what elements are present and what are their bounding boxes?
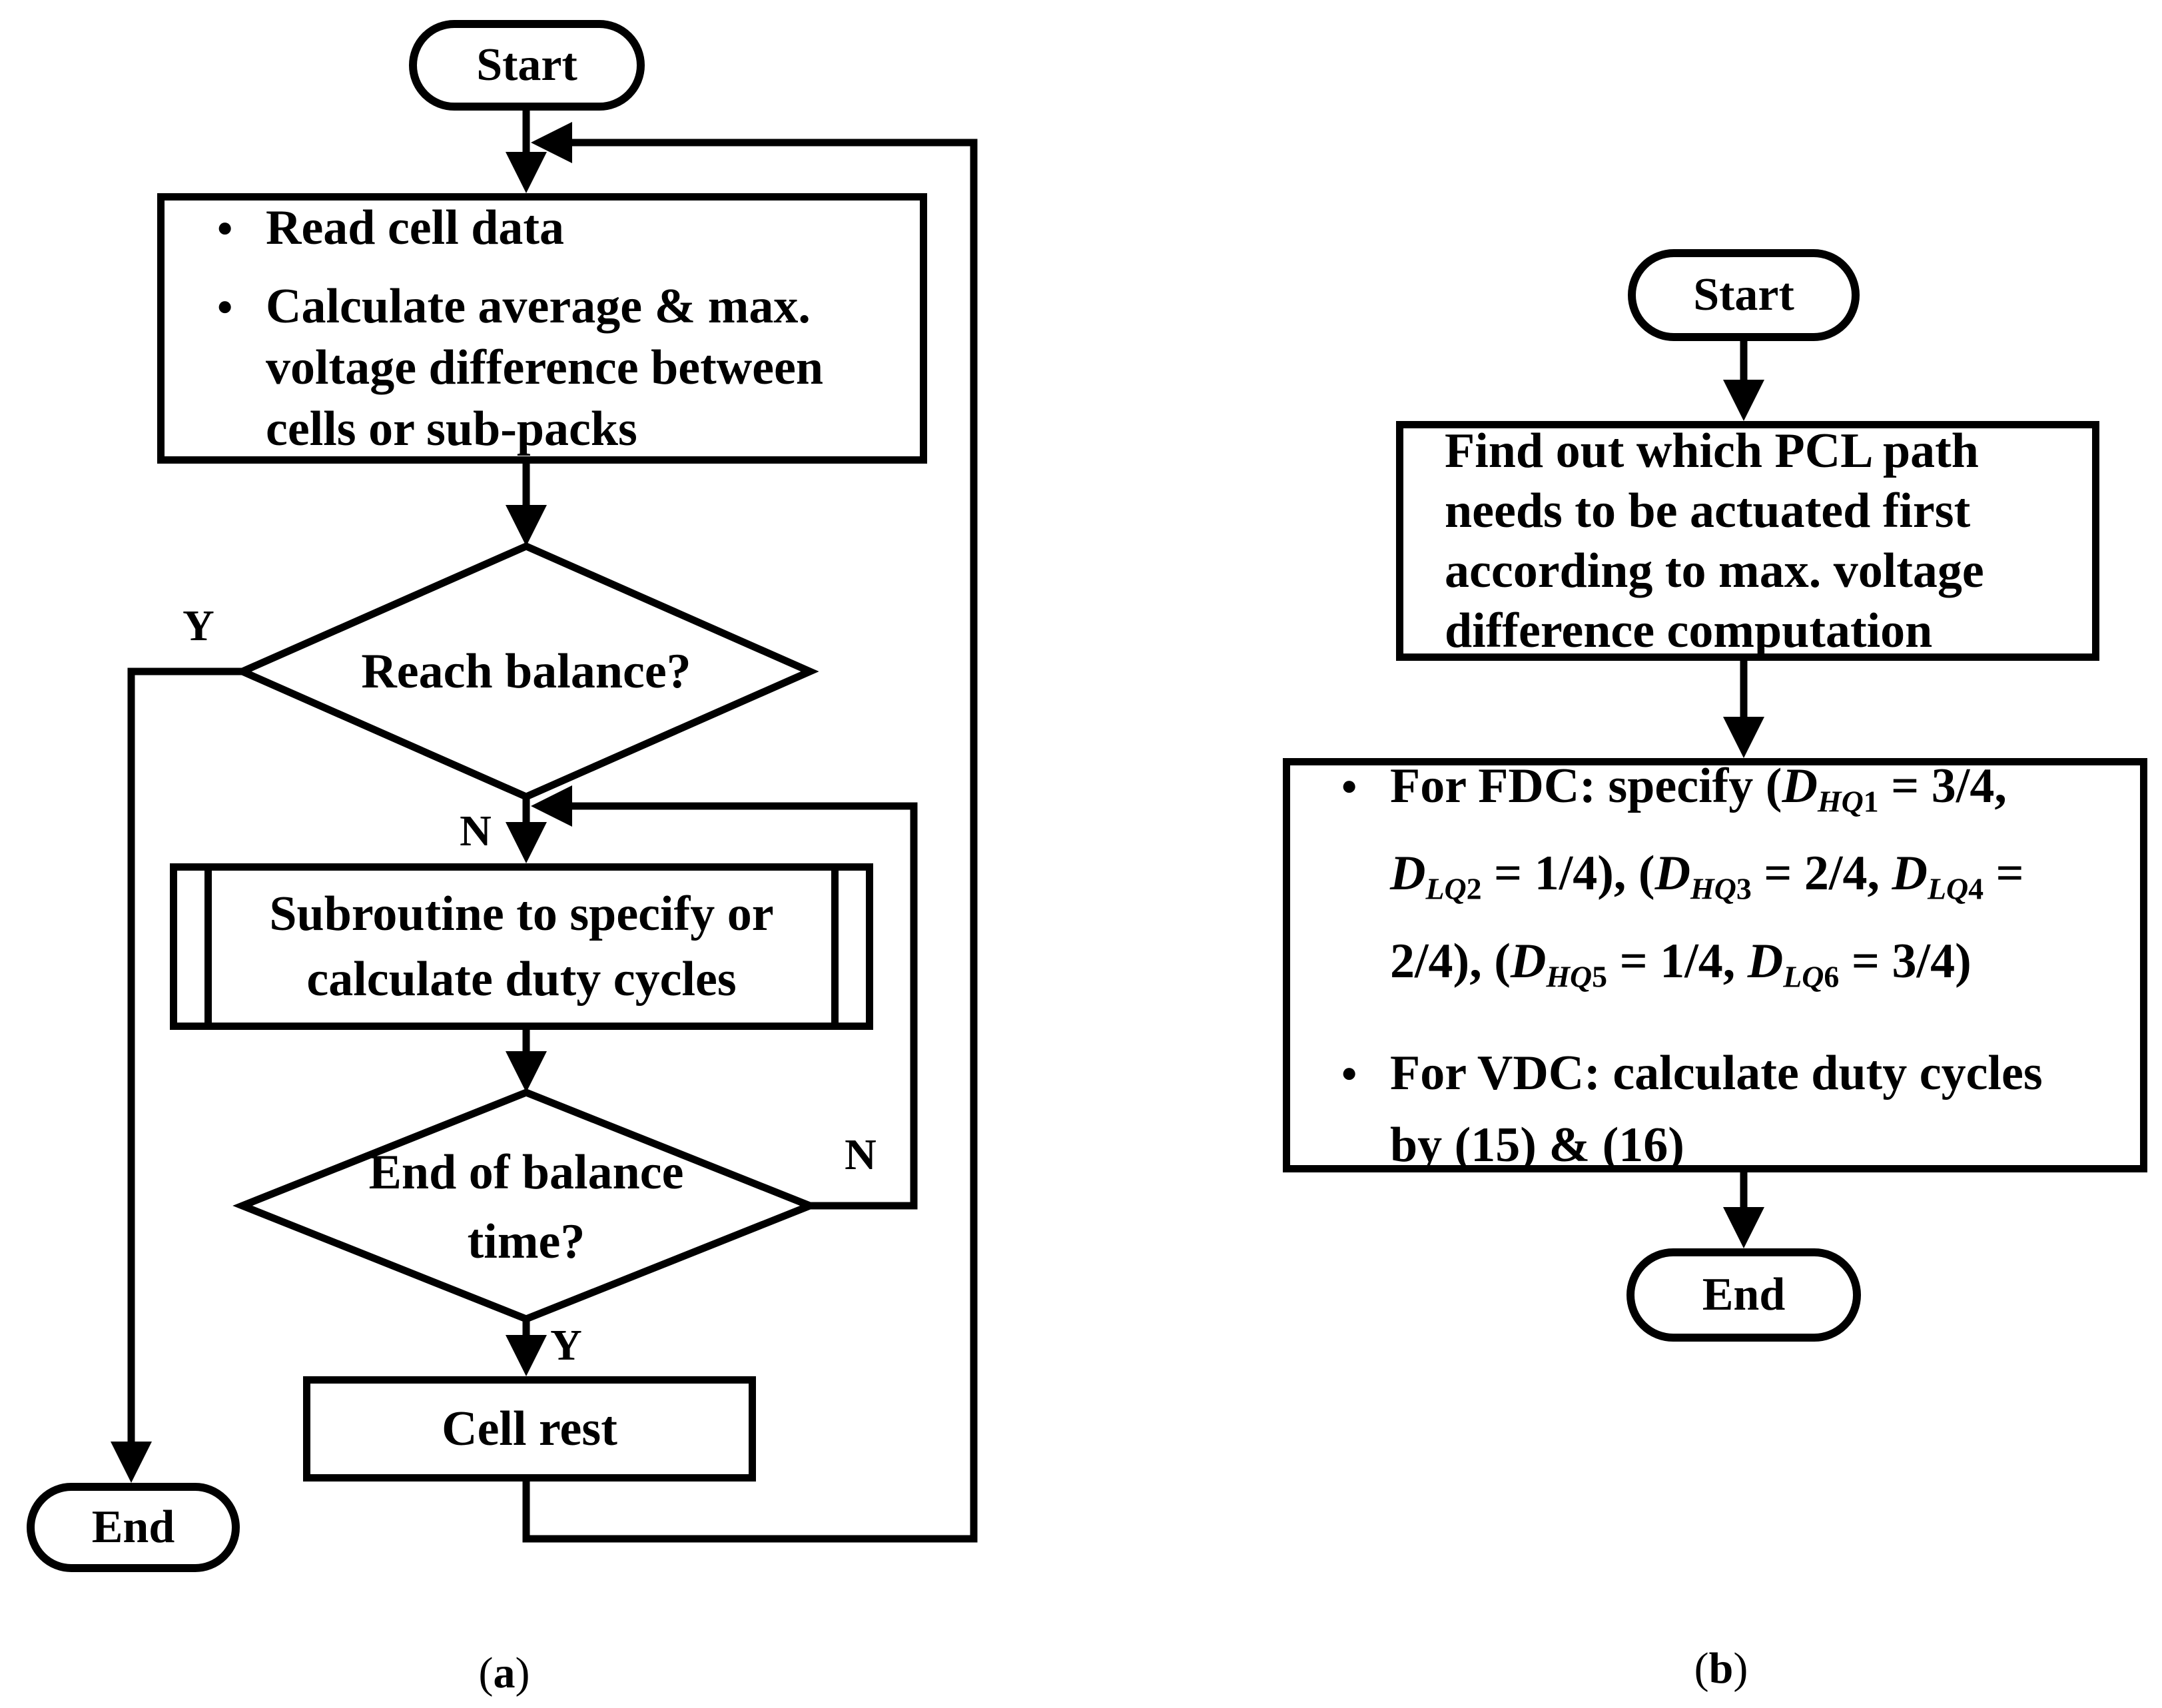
vdc-line: by (15) & (16) <box>1390 1117 1684 1172</box>
process-line: cells or sub-packs <box>266 402 637 456</box>
find-line: according to max. voltage <box>1445 544 1984 598</box>
text-segment: 1 <box>1863 784 1879 819</box>
caption-b-close: ) <box>1733 1644 1748 1693</box>
process-box-read-calculate: ● Read cell data ● Calculate average & m… <box>157 193 927 464</box>
bullet-icon: ● <box>216 213 234 243</box>
arrowhead-into-end-b <box>1723 1207 1764 1248</box>
find-line: Find out which PCL path <box>1445 424 1979 478</box>
find-line: difference computation <box>1445 604 1933 658</box>
caption-a-letter: a <box>493 1649 516 1697</box>
bullet-icon: ● <box>216 291 234 322</box>
arrowhead-into-subroutine <box>506 822 547 863</box>
bullet-icon: ● <box>1341 770 1358 801</box>
start-terminal-b-label: Start <box>1693 269 1794 320</box>
end-terminal-a: End <box>27 1483 240 1572</box>
text-segment: D <box>1510 933 1547 989</box>
decision2-yes-label: Y <box>550 1321 582 1370</box>
decision2-label: End of balance time? <box>369 1138 684 1276</box>
arrowhead-into-decision2 <box>506 1051 547 1092</box>
text-segment: D <box>1654 846 1691 901</box>
text-segment: = 3/4, <box>1878 758 2007 813</box>
list-item: ● Calculate average & max. voltage diffe… <box>216 276 910 460</box>
subroutine-box: Subroutine to specify or calculate duty … <box>170 863 873 1030</box>
bullet-icon: ● <box>1341 1057 1358 1088</box>
cell-rest-label: Cell rest <box>442 1401 617 1456</box>
arrowhead-into-process <box>506 152 547 193</box>
arrowhead-into-cellrest <box>506 1335 547 1376</box>
arrowhead-no-loop-into-trunk <box>531 785 572 827</box>
connector-main-loop <box>522 139 978 1543</box>
text-segment: HQ <box>1546 959 1593 994</box>
text-segment: 6 <box>1824 959 1840 994</box>
decision1-diamond <box>233 542 819 801</box>
process-line: Calculate average & max. <box>266 279 811 334</box>
list-item: ● Read cell data <box>216 197 910 258</box>
caption-a-open: ( <box>478 1649 494 1697</box>
text-segment: = 1/4, <box>1607 933 1748 989</box>
text-segment: HQ <box>1690 871 1736 906</box>
subroutine-bar-right <box>831 870 839 1023</box>
text-segment: = 3/4) <box>1839 933 1972 989</box>
arrowhead-into-duty-box <box>1723 717 1764 758</box>
connector-decision1-yes-to-end <box>127 667 242 1442</box>
arrowhead-into-end-a <box>111 1442 152 1483</box>
text-segment: D <box>1747 933 1784 989</box>
text-segment: LQ <box>1783 959 1824 994</box>
caption-a-close: ) <box>515 1649 530 1697</box>
caption-b-open: ( <box>1694 1644 1709 1693</box>
process-line: voltage difference between <box>266 340 824 395</box>
arrowhead-into-decision1 <box>506 505 547 546</box>
text-segment: LQ <box>1425 871 1467 906</box>
arrowhead-loop-into-trunk <box>531 122 572 163</box>
fdc-line: 2/4), (DHQ5 = 1/4, DLQ6 = 3/4) <box>1390 925 2024 1013</box>
subroutine-line: calculate duty cycles <box>306 952 737 1007</box>
text-segment: 2/4), ( <box>1390 933 1511 989</box>
text-segment: D <box>1782 758 1818 813</box>
start-terminal-a: Start <box>409 20 645 111</box>
decision2-no-label: N <box>845 1130 877 1179</box>
text-segment: 5 <box>1592 959 1608 994</box>
text-segment: HQ <box>1817 784 1864 819</box>
find-line: needs to be actuated first <box>1445 484 1971 538</box>
decision1-yes-label: Y <box>182 602 214 650</box>
decision1-label: Reach balance? <box>361 644 691 699</box>
text-segment: LQ <box>1927 871 1969 906</box>
subroutine-bar-left <box>204 870 212 1023</box>
text-segment: For FDC: specify ( <box>1390 758 1782 813</box>
duty-cycle-box: ● For FDC: specify (DHQ1 = 3/4, DLQ2 = 1… <box>1283 758 2147 1172</box>
text-segment: = 1/4), ( <box>1481 846 1655 901</box>
caption-a: (a) <box>479 1648 530 1699</box>
text-segment: 4 <box>1968 871 1984 906</box>
fdc-line: For FDC: specify (DHQ1 = 3/4, <box>1390 750 2024 838</box>
vdc-line: For VDC: calculate duty cycles <box>1390 1045 2043 1100</box>
decision2-diamond <box>232 1088 820 1323</box>
text-segment: = <box>1983 846 2024 901</box>
text-segment: D <box>1390 846 1426 901</box>
list-item: ● For VDC: calculate duty cycles by (15)… <box>1341 1037 2131 1181</box>
start-terminal-a-label: Start <box>476 39 577 91</box>
caption-b-letter: b <box>1708 1644 1734 1693</box>
subroutine-line: Subroutine to specify or <box>269 887 774 941</box>
decision2-line: End of balance <box>368 1145 684 1200</box>
text-segment: = 2/4, <box>1751 846 1892 901</box>
text-segment: 3 <box>1736 871 1752 906</box>
arrowhead-into-find-box <box>1723 380 1764 421</box>
find-pcl-path-box: Find out which PCL path needs to be actu… <box>1396 421 2099 661</box>
process-line: Read cell data <box>266 201 565 255</box>
cell-rest-box: Cell rest <box>303 1376 756 1482</box>
caption-b: (b) <box>1694 1643 1748 1694</box>
text-segment: 2 <box>1466 871 1482 906</box>
decision1-no-label: N <box>460 807 492 855</box>
fdc-line: DLQ2 = 1/4), (DHQ3 = 2/4, DLQ4 = <box>1390 837 2024 925</box>
connector-decision2-no-loop <box>567 802 918 1210</box>
list-item: ● For FDC: specify (DHQ1 = 3/4, DLQ2 = 1… <box>1341 750 2131 1013</box>
decision2-line: time? <box>467 1214 585 1269</box>
end-terminal-a-label: End <box>91 1501 175 1553</box>
start-terminal-b: Start <box>1628 249 1860 341</box>
end-terminal-b: End <box>1626 1248 1861 1342</box>
text-segment: D <box>1892 846 1928 901</box>
end-terminal-b-label: End <box>1702 1269 1786 1320</box>
